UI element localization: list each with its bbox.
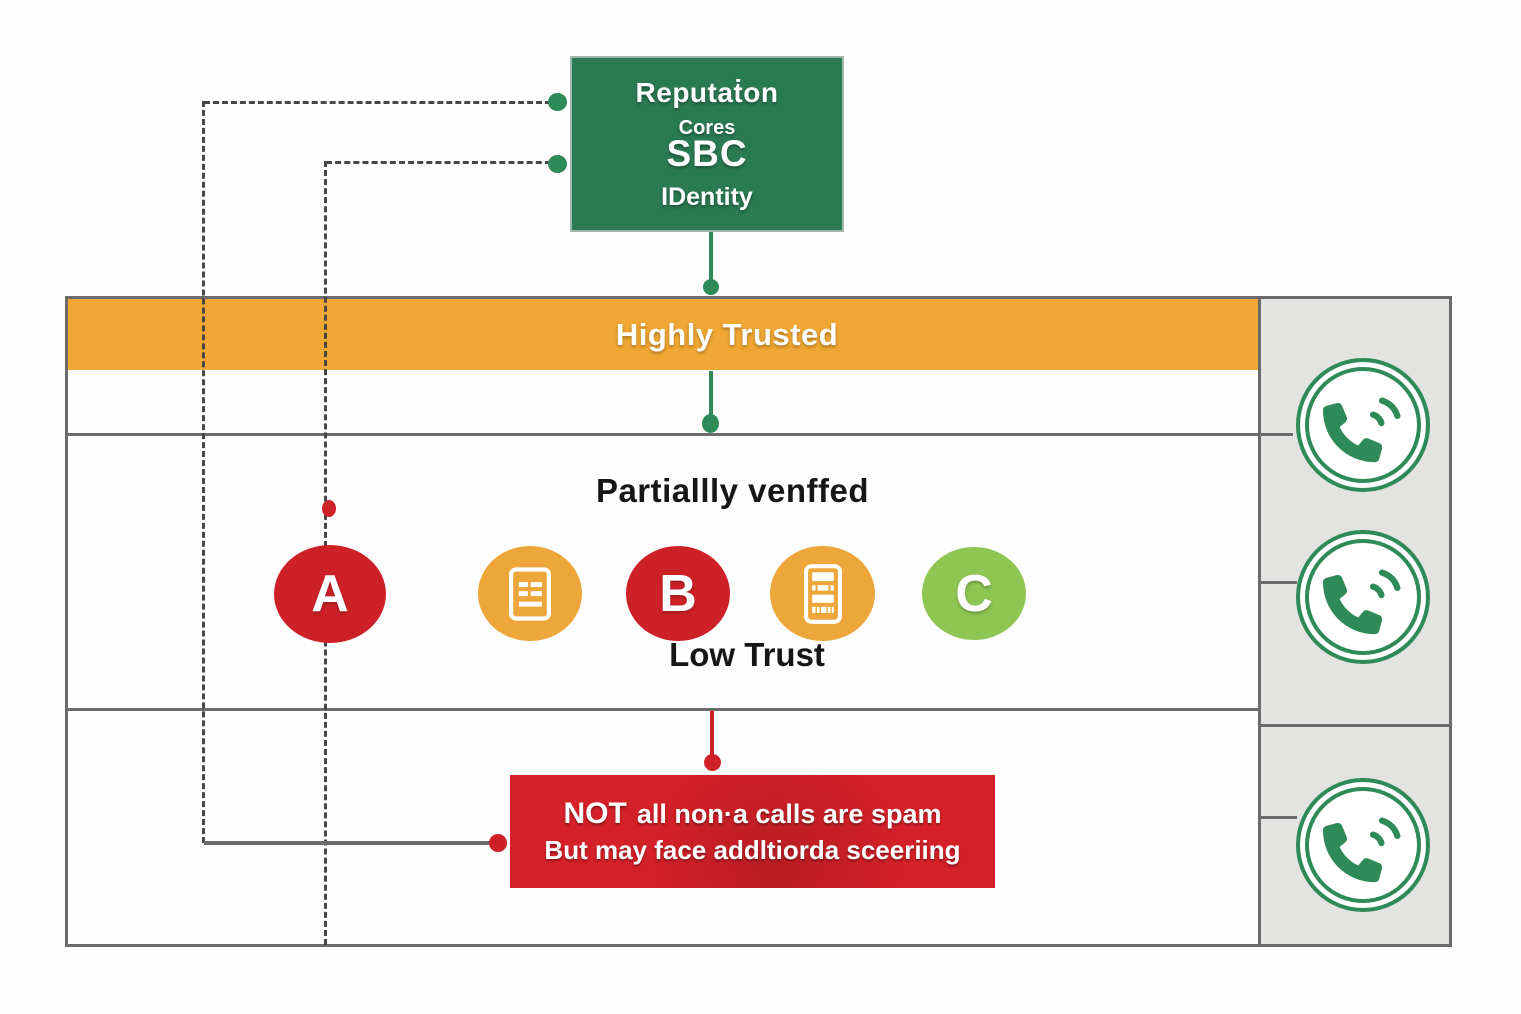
red-connector-dot	[704, 754, 721, 771]
sidebar-border	[1258, 299, 1261, 944]
reputation-title: Reputaṫon	[635, 76, 779, 108]
gray-connector-line	[204, 841, 498, 845]
sidebar-stub-2	[1261, 581, 1297, 584]
red-connector-dot	[489, 834, 507, 852]
connector-endpoint-dot	[548, 155, 567, 173]
attestation-badge-b: B	[626, 546, 730, 641]
phone-icon	[1323, 557, 1403, 637]
highly-trusted-label: Highly Trusted	[615, 316, 839, 352]
red-connector-dot	[322, 500, 336, 517]
reputation-subtitle: Cores	[678, 116, 736, 139]
dashed-connector-left	[202, 101, 205, 843]
phone-badge-1	[1296, 358, 1430, 492]
attestation-badge-calculator	[770, 546, 875, 641]
low-trust-label: Low Trust	[669, 636, 825, 673]
reputation-box: Reputaṫon Cores SBC IDentity	[570, 56, 844, 232]
alert-emphasis: NOT	[563, 797, 627, 830]
green-connector-upper	[709, 231, 713, 289]
attestation-badge-document	[478, 546, 582, 641]
phone-badge-2	[1296, 530, 1430, 664]
attestation-badge-a: A	[274, 545, 386, 643]
phone-icon	[1323, 805, 1403, 885]
red-connector-line	[710, 711, 714, 759]
alert-line-1: NOT all non·a calls are spam	[564, 797, 942, 831]
row-divider-1	[68, 433, 1293, 436]
document-icon	[509, 566, 551, 621]
attestation-badge-c: C	[922, 547, 1026, 640]
alert-line-2: But may face addltiorda sceeriing	[544, 835, 961, 865]
badge-a-label: A	[311, 565, 349, 623]
badge-c-label: C	[955, 564, 993, 623]
green-connector-dot	[703, 279, 719, 295]
calculator-icon	[803, 563, 842, 624]
highly-trusted-banner: Highly Trusted	[68, 299, 1258, 370]
connector-endpoint-dot	[548, 93, 567, 111]
dashed-connector-mid	[326, 161, 560, 164]
alert-line-1-text: all non·a calls are spam	[636, 799, 942, 829]
sidebar-stub-3	[1261, 816, 1297, 819]
phone-icon	[1323, 385, 1403, 465]
phone-badge-3	[1296, 778, 1430, 912]
identity-label: IDentity	[661, 182, 753, 211]
row-divider-2	[68, 708, 1258, 711]
alert-box: NOT all non·a calls are spam But may face…	[510, 775, 995, 888]
badge-b-label: B	[659, 564, 697, 623]
partially-verified-label: Partiallly venffed	[595, 472, 870, 509]
trust-table-frame	[65, 296, 1452, 947]
green-connector-dot	[702, 414, 719, 433]
sidebar-divider	[1261, 724, 1449, 727]
dashed-connector-top	[204, 101, 560, 104]
green-connector-lower	[709, 371, 713, 421]
sbc-label: SBC	[666, 132, 748, 174]
